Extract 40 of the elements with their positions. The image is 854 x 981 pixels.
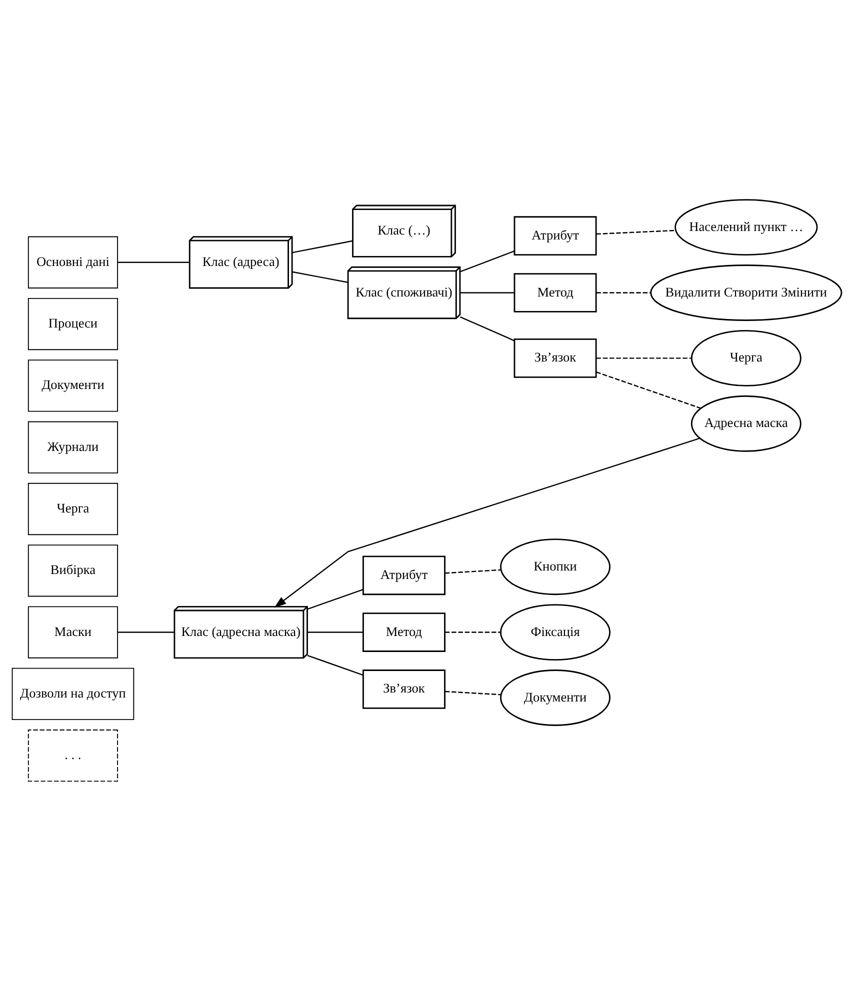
connector [596, 292, 650, 294]
node-box: Дозволи на доступ [12, 668, 134, 720]
connector [444, 632, 501, 633]
node-ellipse: Кнопки [500, 538, 611, 596]
connector [460, 292, 514, 294]
node-box: Метод [514, 273, 597, 312]
connector [596, 371, 702, 409]
connector [460, 250, 514, 272]
node-box: Черга [28, 482, 118, 536]
node-box: Основні дані [28, 236, 118, 288]
node-box: Зв’язок [362, 670, 446, 709]
node-box: Процеси [28, 298, 118, 350]
node-ellipse: Документи [500, 670, 611, 726]
connector [307, 654, 364, 676]
connector [118, 632, 174, 633]
arrow [274, 438, 700, 608]
node-box: Зв’язок [514, 338, 597, 378]
connector [292, 240, 353, 254]
connector [292, 271, 348, 283]
connector [307, 588, 364, 610]
node-ellipse: Черга [690, 330, 802, 386]
node-ellipse: Населений пункт … [674, 199, 818, 256]
node-box: Атрибут [362, 556, 446, 596]
connector [444, 690, 501, 696]
node-ellipse: Видалити Створити Змінити [650, 264, 842, 321]
node-box: Вибірка [28, 544, 118, 597]
node-box: Журнали [28, 421, 118, 474]
node-box: Маски [28, 606, 118, 658]
node-box: Атрибут [514, 216, 597, 256]
connector [596, 230, 676, 235]
connector [460, 316, 515, 342]
node-box: . . . [28, 730, 118, 782]
connector [118, 262, 190, 264]
node-ellipse: Адресна маска [690, 395, 802, 452]
connector [307, 632, 363, 633]
node-box: Документи [28, 360, 118, 412]
connector [444, 569, 501, 574]
node-box: Метод [362, 612, 446, 652]
connector [596, 358, 692, 359]
node-ellipse: Фіксація [500, 604, 611, 661]
